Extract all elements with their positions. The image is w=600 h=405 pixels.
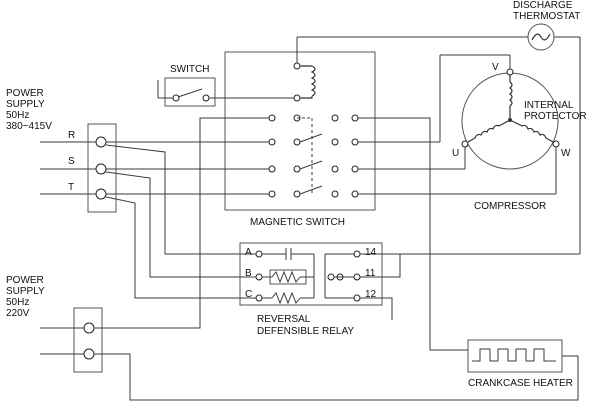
- thermostat-element: [531, 33, 551, 41]
- phase-r-label: R: [68, 130, 75, 141]
- supply-wires: [40, 141, 96, 195]
- coil-terminal-bottom: [293, 94, 301, 102]
- terminal-r: [95, 136, 107, 148]
- relay-terminal-11-label: 11: [365, 268, 376, 279]
- phase-s-label: S: [68, 156, 75, 167]
- relay-terminal-11: [353, 273, 361, 281]
- terminal-1ph-bottom: [83, 348, 95, 360]
- relay-internals: [262, 248, 354, 305]
- compressor-label: COMPRESSOR: [474, 201, 546, 212]
- relay-terminal-b-label: B: [245, 268, 252, 279]
- relay-terminal-14-label: 14: [365, 247, 377, 258]
- switch-terminal-left: [172, 94, 180, 102]
- terminal-block-3ph: [87, 123, 117, 213]
- relay-terminal-c: [255, 294, 263, 302]
- relay-terminal-a: [255, 250, 263, 258]
- terminal-t: [95, 188, 107, 200]
- magnetic-switch-label: MAGNETIC SWITCH: [250, 217, 345, 228]
- power-supply-1ph-line-1: POWER: [6, 275, 44, 286]
- phase-t-label: T: [68, 182, 74, 193]
- relay-terminal-c-label: C: [245, 289, 252, 300]
- coil-terminal-top: [293, 62, 301, 70]
- discharge-thermostat-line-2: THERMOSTAT: [513, 11, 580, 22]
- relay-terminal-a-label: A: [245, 247, 252, 258]
- power-supply-3ph-line-3: 50Hz: [6, 110, 29, 121]
- terminal-s: [95, 163, 107, 175]
- crankcase-heater-box: [467, 339, 563, 373]
- magnetic-switch-box: [224, 51, 376, 211]
- contactor-contacts: [268, 114, 359, 198]
- terminal-w-label: W: [561, 148, 571, 159]
- switch-contact: [177, 88, 203, 98]
- relay-terminal-12-label: 12: [365, 289, 377, 300]
- relay-box: [239, 242, 383, 306]
- interconnect-wires: [94, 36, 581, 401]
- terminal-u-label: U: [452, 148, 459, 159]
- power-supply-3ph-label: POWER SUPPLY 50Hz 380~415V: [6, 88, 52, 132]
- power-supply-1ph-label: POWER SUPPLY 50Hz 220V: [6, 275, 45, 319]
- compressor-terminal-w: [552, 140, 560, 148]
- relay-terminal-12: [353, 294, 361, 302]
- crankcase-heater-label: CRANKCASE HEATER: [468, 378, 573, 389]
- power-supply-3ph-line-2: SUPPLY: [6, 99, 45, 110]
- compressor-terminal-u: [461, 140, 469, 148]
- switch-terminal-right: [202, 94, 210, 102]
- discharge-thermostat-line-1: DISCHARGE: [513, 0, 573, 11]
- power-supply-3ph-line-1: POWER: [6, 88, 44, 99]
- internal-protector-line-2: PROTECTOR: [524, 111, 587, 122]
- power-supply-3ph-line-4: 380~415V: [6, 121, 52, 132]
- terminal-1ph-top: [83, 322, 95, 334]
- power-supply-1ph-line-3: 50Hz: [6, 297, 29, 308]
- relay-terminal-b: [255, 273, 263, 281]
- power-supply-1ph-line-2: SUPPLY: [6, 286, 45, 297]
- relay-label-line-2: DEFENSIBLE RELAY: [257, 326, 354, 337]
- terminal-v-label: V: [492, 62, 499, 73]
- contactor-coil: [300, 65, 316, 99]
- heater-element: [472, 348, 556, 362]
- terminal-block-1ph: [73, 307, 103, 373]
- relay-terminal-14: [353, 250, 361, 258]
- switch-label: SWITCH: [170, 64, 209, 75]
- motor-windings: [467, 75, 554, 143]
- relay-label-line-1: REVERSAL: [257, 314, 311, 325]
- power-supply-1ph-line-4: 220V: [6, 308, 30, 319]
- switch-box: [164, 77, 216, 107]
- internal-protector-line-1: INTERNAL: [524, 100, 574, 111]
- compressor-terminal-v: [506, 68, 514, 76]
